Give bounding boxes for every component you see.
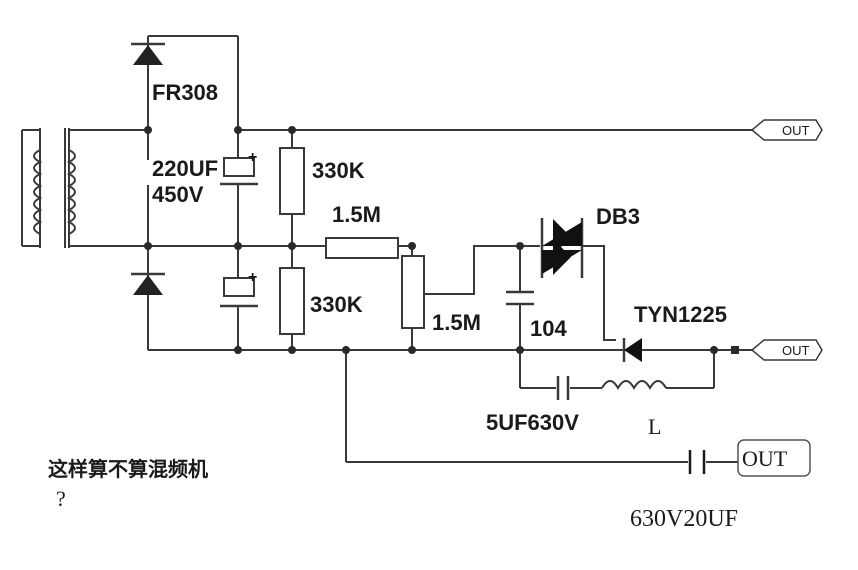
svg-text:OUT: OUT <box>782 343 810 358</box>
label-330k-top: 330K <box>312 158 365 183</box>
gate-wire <box>582 245 616 341</box>
junction-dots <box>144 126 739 354</box>
label-plus-bottom: + <box>248 269 257 286</box>
question-mark: ? <box>56 486 66 511</box>
diac-db3 <box>540 218 616 341</box>
question-text: 这样算不算混频机 <box>48 457 208 481</box>
label-5uf630v: 5UF630V <box>486 410 579 435</box>
resistor-1-5m-horizontal <box>325 237 412 259</box>
svg-text:OUT: OUT <box>782 123 810 138</box>
label-104: 104 <box>530 316 567 341</box>
cap-220uf-top <box>220 130 258 246</box>
label-450v: 450V <box>152 182 204 207</box>
wiper-wire <box>424 245 520 295</box>
diode-fr308 <box>131 42 165 65</box>
label-fr308: FR308 <box>152 80 218 105</box>
transformer <box>21 128 148 248</box>
out-tag-bottom: OUT <box>737 439 811 477</box>
resistor-1-5m-vertical <box>401 246 425 350</box>
label-db3: DB3 <box>596 204 640 229</box>
cap-bottom <box>220 246 258 350</box>
label-630v20uf: 630V20UF <box>630 506 738 532</box>
label-plus-top: + <box>248 149 257 166</box>
label-1-5m-vertical: 1.5M <box>432 310 481 335</box>
out-tag-middle: OUT <box>739 339 823 361</box>
label-tyn1225: TYN1225 <box>634 302 727 327</box>
cap-104 <box>506 246 534 350</box>
label-inductor: L <box>648 414 661 439</box>
label-220uf: 220UF <box>152 156 218 181</box>
diode-bottom <box>131 272 165 295</box>
label-330k-bottom: 330K <box>310 292 363 317</box>
resistor-330k-bottom <box>279 246 305 350</box>
scr-tyn1225 <box>622 338 642 362</box>
resistor-330k-top <box>279 130 305 246</box>
bottom-output <box>345 350 740 474</box>
out-tag-top: OUT <box>750 119 823 141</box>
svg-text:OUT: OUT <box>742 446 788 471</box>
label-1-5m-horizontal: 1.5M <box>332 202 381 227</box>
output-branch <box>519 350 715 400</box>
